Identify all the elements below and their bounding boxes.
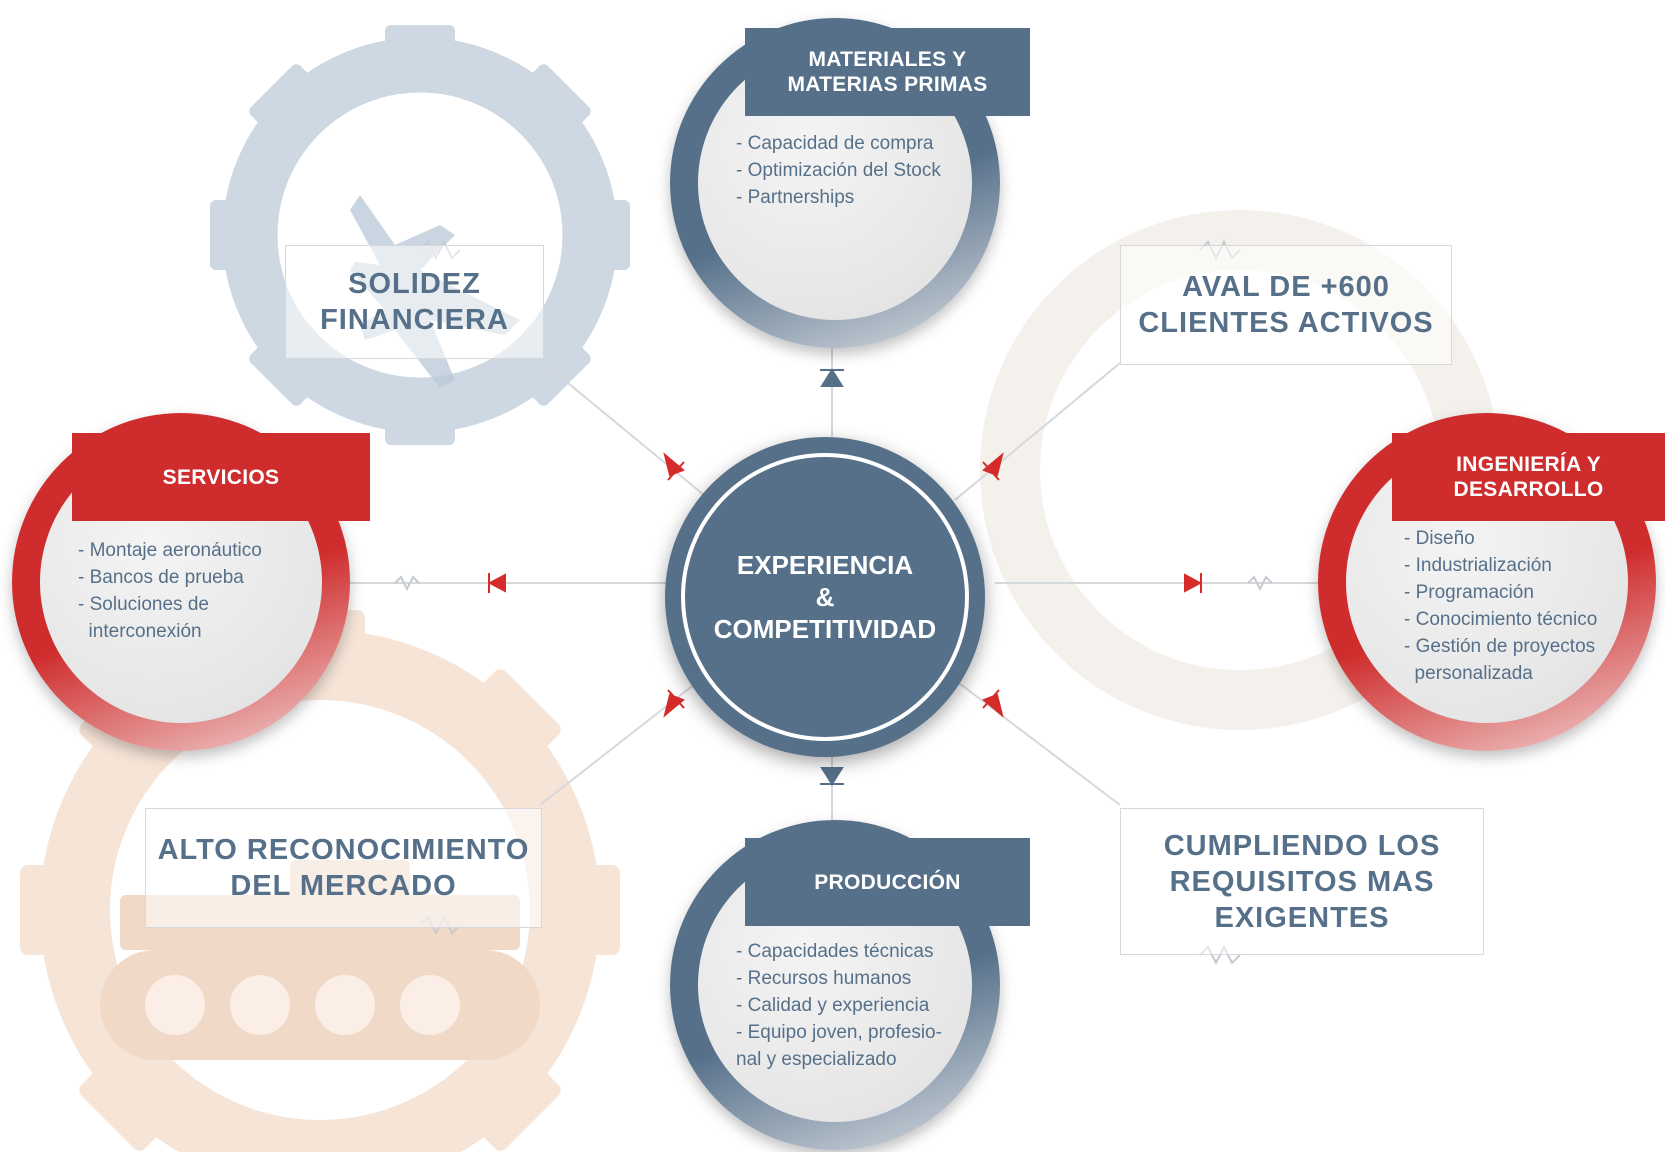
list-item: - Equipo joven, profesio- — [736, 1022, 942, 1043]
list-item: - Optimización del Stock — [736, 160, 941, 181]
list-item: - Capacidades técnicas — [736, 941, 934, 962]
list-item: - Partnerships — [736, 187, 855, 208]
list-item: - Capacidad de compra — [736, 133, 934, 154]
center-title-line2: & — [815, 582, 835, 612]
node-materiales: - Capacidad de compra - Optimización del… — [670, 18, 1000, 348]
center-title-line3: COMPETITIVIDAD — [713, 614, 937, 644]
label-aval-clientes: AVAL DE +600 CLIENTES ACTIVOS — [1120, 245, 1452, 365]
list-item: - Programación — [1404, 582, 1534, 603]
connector-top-right — [954, 362, 1121, 501]
list-item: - Bancos de prueba — [78, 567, 244, 588]
center-node: EXPERIENCIA & COMPETITIVIDAD — [665, 437, 985, 757]
ingenieria-list: - Diseño - Industrialización - Programac… — [1404, 525, 1597, 687]
list-item: interconexión — [78, 621, 202, 642]
servicios-title: SERVICIOS — [72, 433, 370, 521]
servicios-list: - Montaje aeronáutico - Bancos de prueba… — [78, 537, 262, 645]
list-item: - Soluciones de — [78, 594, 209, 615]
list-item: - Calidad y experiencia — [736, 995, 930, 1016]
list-item: nal y especializado — [736, 1049, 897, 1070]
list-item: - Montaje aeronáutico — [78, 540, 262, 561]
connector-top-left — [539, 359, 711, 501]
list-item: - Diseño — [1404, 528, 1475, 549]
center-title-line1: EXPERIENCIA — [736, 550, 914, 580]
list-item: - Recursos humanos — [736, 968, 912, 989]
list-item: personalizada — [1404, 663, 1533, 684]
ingenieria-title: INGENIERÍA Y DESARROLLO — [1392, 433, 1665, 521]
diode-icon — [487, 368, 1203, 786]
produccion-list: - Capacidades técnicas - Recursos humano… — [736, 938, 942, 1073]
label-alto-reconocimiento: ALTO RECONOCIMIENTO DEL MERCADO — [145, 808, 542, 928]
connector-bottom-right — [954, 679, 1121, 806]
produccion-title: PRODUCCIÓN — [745, 838, 1030, 926]
list-item: - Conocimiento técnico — [1404, 609, 1598, 630]
materiales-title: MATERIALES Y MATERIAS PRIMAS — [745, 28, 1030, 116]
label-cumpliendo-requisitos: CUMPLIENDO LOS REQUISITOS MAS EXIGENTES — [1120, 808, 1484, 955]
list-item: - Gestión de proyectos — [1404, 636, 1596, 657]
label-solidez-financiera: SOLIDEZ FINANCIERA — [285, 245, 544, 359]
materiales-list: - Capacidad de compra - Optimización del… — [736, 130, 941, 211]
list-item: - Industrialización — [1404, 555, 1552, 576]
center-ring — [681, 453, 969, 741]
gear-icon — [210, 25, 630, 445]
